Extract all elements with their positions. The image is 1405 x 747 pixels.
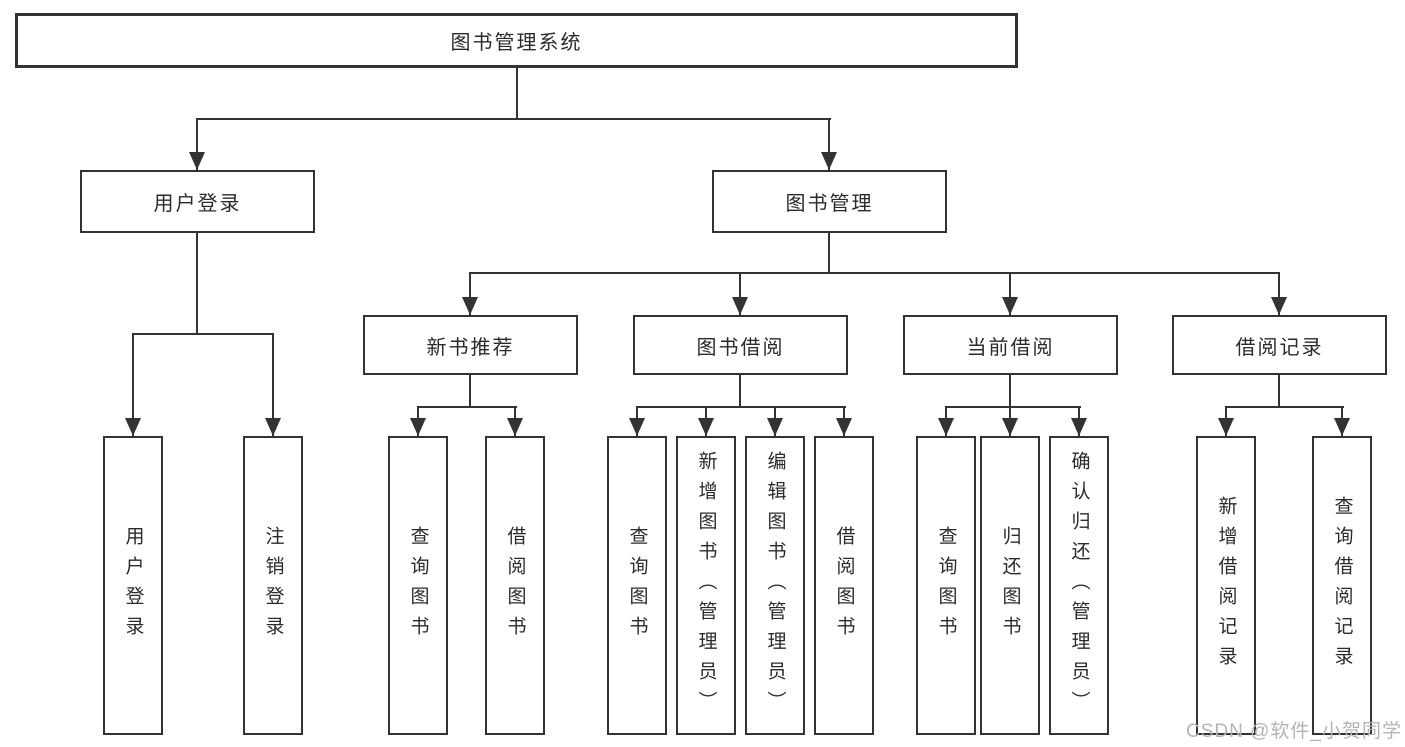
- leaf-user-login: 用户登录: [103, 436, 163, 735]
- leaf-user-login-label: 用户登录: [122, 525, 144, 646]
- arrowhead-nb-leaf1: [410, 418, 426, 436]
- leaf-logout-label: 注销登录: [262, 525, 284, 646]
- arrowhead-bb-leaf1: [629, 418, 645, 436]
- connector-bb-stem: [739, 375, 741, 408]
- csdn-watermark: CSDN @软件_小贺同学: [1186, 721, 1402, 742]
- node-book-borrow: 图书借阅: [633, 315, 848, 375]
- arrowhead-bb-leaf3: [767, 418, 783, 436]
- leaf-nb-query-books: 查询图书: [388, 436, 448, 735]
- leaf-cb-return-books-label: 归还图书: [999, 525, 1021, 646]
- leaf-nb-borrow-books-label: 借阅图书: [504, 525, 526, 646]
- node-new-books-label: 新书推荐: [426, 336, 515, 359]
- arrowhead-bb-leaf2: [698, 418, 714, 436]
- leaf-br-add-record: 新增借阅记录: [1196, 436, 1256, 735]
- leaf-cb-confirm-return-admin: 确认归还（管理员）: [1049, 436, 1109, 735]
- connector-nb-stem: [469, 375, 471, 408]
- connector-root-stem: [516, 66, 518, 120]
- arrowhead-new-books: [462, 297, 478, 315]
- arrowhead-user-login: [189, 152, 205, 170]
- connector-root-bar: [196, 118, 831, 120]
- node-current-borrow-label: 当前借阅: [966, 336, 1055, 359]
- arrowhead-cb-leaf2: [1002, 418, 1018, 436]
- leaf-bb-add-books-admin-label: 新增图书（管理员）: [695, 450, 717, 721]
- connector-br-stem: [1278, 375, 1280, 408]
- node-book-borrow-label: 图书借阅: [696, 336, 785, 359]
- arrowhead-book-management: [821, 152, 837, 170]
- arrowhead-cb-leaf3: [1071, 418, 1087, 436]
- arrowhead-current-borrow: [1002, 297, 1018, 315]
- connector-bm-stem: [828, 233, 830, 274]
- leaf-bb-query-books: 查询图书: [607, 436, 667, 735]
- node-book-management: 图书管理: [712, 170, 947, 233]
- leaf-bb-borrow-books: 借阅图书: [814, 436, 874, 735]
- leaf-bb-query-books-label: 查询图书: [626, 525, 648, 646]
- connector-bm-to-new-books: [469, 272, 471, 315]
- connector-nb-bar: [417, 406, 517, 408]
- arrowhead-borrow-records: [1271, 297, 1287, 315]
- leaf-cb-query-books: 查询图书: [916, 436, 976, 735]
- leaf-br-query-record: 查询借阅记录: [1312, 436, 1372, 735]
- leaf-bb-borrow-books-label: 借阅图书: [833, 525, 855, 646]
- arrowhead-book-borrow: [732, 297, 748, 315]
- connector-ul-to-leaf1: [132, 333, 134, 436]
- leaf-bb-edit-books-admin: 编辑图书（管理员）: [745, 436, 805, 735]
- connector-ul-bar: [132, 333, 274, 335]
- node-user-login: 用户登录: [80, 170, 315, 233]
- connector-root-to-user-login: [196, 118, 198, 170]
- leaf-nb-borrow-books: 借阅图书: [485, 436, 545, 735]
- arrowhead-ul-leaf2: [265, 418, 281, 436]
- connector-bm-to-borrow-records: [1278, 272, 1280, 315]
- node-book-management-label: 图书管理: [785, 193, 874, 215]
- arrowhead-br-leaf1: [1218, 418, 1234, 436]
- leaf-bb-add-books-admin: 新增图书（管理员）: [676, 436, 736, 735]
- arrowhead-cb-leaf1: [938, 418, 954, 436]
- leaf-cb-confirm-return-admin-label: 确认归还（管理员）: [1068, 450, 1090, 721]
- leaf-nb-query-books-label: 查询图书: [407, 525, 429, 646]
- connector-cb-bar: [945, 406, 1081, 408]
- leaf-br-query-record-label: 查询借阅记录: [1331, 495, 1353, 676]
- leaf-cb-return-books: 归还图书: [980, 436, 1040, 735]
- connector-bb-bar: [636, 406, 846, 408]
- connector-bm-to-current-borrow: [1009, 272, 1011, 315]
- leaf-br-add-record-label: 新增借阅记录: [1215, 495, 1237, 676]
- node-root: 图书管理系统: [15, 13, 1018, 68]
- connector-ul-to-leaf2: [272, 333, 274, 436]
- arrowhead-br-leaf2: [1334, 418, 1350, 436]
- arrowhead-ul-leaf1: [125, 418, 141, 436]
- arrowhead-nb-leaf2: [507, 418, 523, 436]
- connector-bm-to-book-borrow: [739, 272, 741, 315]
- node-current-borrow: 当前借阅: [903, 315, 1118, 375]
- connector-br-bar: [1225, 406, 1344, 408]
- arrowhead-bb-leaf4: [836, 418, 852, 436]
- connector-cb-stem: [1009, 375, 1011, 408]
- node-borrow-records-label: 借阅记录: [1235, 336, 1324, 359]
- leaf-logout: 注销登录: [243, 436, 303, 735]
- connector-root-to-book-management: [828, 118, 830, 170]
- node-root-label: 图书管理系统: [450, 32, 583, 54]
- leaf-cb-query-books-label: 查询图书: [935, 525, 957, 646]
- node-user-login-label: 用户登录: [153, 193, 242, 215]
- node-borrow-records: 借阅记录: [1172, 315, 1387, 375]
- connector-bm-bar: [469, 272, 1280, 274]
- leaf-bb-edit-books-admin-label: 编辑图书（管理员）: [764, 450, 786, 721]
- connector-ul-stem: [196, 233, 198, 335]
- node-new-books: 新书推荐: [363, 315, 578, 375]
